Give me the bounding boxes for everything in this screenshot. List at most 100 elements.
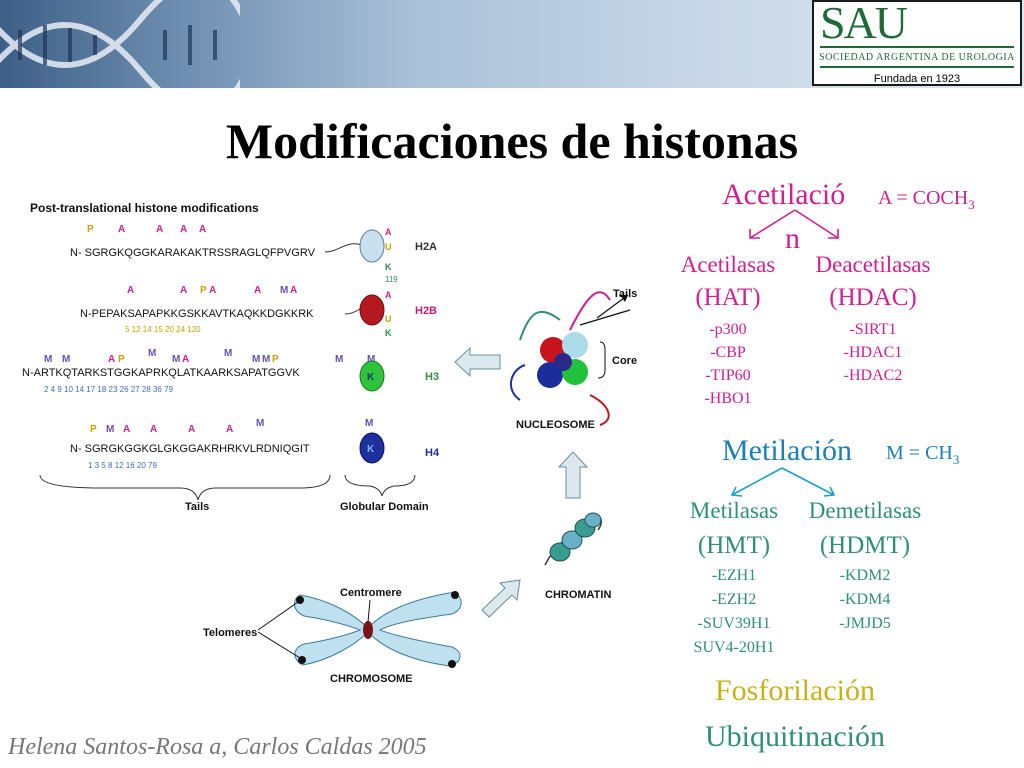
svg-text:N-ARTKQTARKSTGGKAPRKQLATKAARKS: N-ARTKQTARKSTGGKAPRKQLATKAARKSAPATGGVK [22, 367, 300, 379]
svg-text:119: 119 [385, 275, 398, 284]
svg-text:5 12 14 15 20 24 120: 5 12 14 15 20 24 120 [125, 325, 201, 334]
svg-text:A: A [290, 285, 297, 296]
svg-text:P: P [87, 224, 94, 235]
svg-text:M: M [262, 354, 270, 365]
svg-text:A: A [226, 424, 233, 435]
histone-h2a: P A A A A N- SGRGKQGGKARAKAKTRSSRAGLQFPV… [70, 224, 437, 284]
svg-text:P: P [200, 285, 207, 296]
svg-text:K: K [385, 262, 392, 272]
acetilacion-branch-arrows [749, 209, 839, 239]
chromatin-illustration: CHROMATIN [544, 512, 611, 601]
svg-text:1 3 5 8 12 16 20 79: 1 3 5 8 12 16 20 79 [88, 461, 158, 470]
hat-list: -p300 -CBP -TIP60 -HBO1 [668, 318, 788, 410]
histone-h4: P M A A A A M M N- SGRGKGGKGLGKGGAKRHRKV… [70, 418, 440, 470]
h2a-sequence: N- SGRGKQGGKARAKAKTRSSRAGLQFPVGRV [70, 247, 316, 259]
svg-text:A: A [118, 224, 125, 235]
h2a-label: H2A [415, 241, 437, 253]
svg-text:M: M [44, 354, 52, 365]
svg-text:U: U [385, 314, 392, 324]
arrow-left-icon [454, 346, 501, 378]
svg-text:A: A [156, 224, 163, 235]
hat-item: -HBO1 [704, 390, 752, 407]
hdmt-item: -KDM4 [839, 591, 891, 608]
svg-text:A: A [127, 285, 134, 296]
hdac-item: -SIRT1 [849, 321, 897, 338]
fosforilacion-label: Fosforilación [715, 674, 875, 707]
acetilacion-formula: A = COCH3 [878, 187, 975, 212]
citation: Helena Santos-Rosa a, Carlos Caldas 2005 [8, 734, 427, 760]
hmt-heading: (HMT) [697, 532, 771, 559]
svg-text:H3: H3 [425, 371, 439, 383]
globular-domain-label: Globular Domain [340, 501, 429, 513]
svg-text:M: M [335, 354, 343, 365]
page-title: Modificaciones de histonas [225, 113, 799, 169]
logo-text: SOCIEDAD ARGENTINA DE UROLOGIA [819, 52, 1015, 63]
chromosome-label: CHROMOSOME [330, 673, 413, 685]
metilacion-branch-arrows [730, 467, 836, 497]
sau-logo: SAU SOCIEDAD ARGENTINA DE UROLOGIA Funda… [812, 0, 1022, 86]
centromere-label: Centromere [340, 587, 402, 599]
hat-item: -p300 [709, 321, 747, 338]
h2a-mod-marks: P A A A A [87, 224, 206, 235]
hmt-item: -EZH2 [711, 591, 757, 608]
svg-text:A: A [199, 224, 206, 235]
svg-text:U: U [385, 242, 392, 252]
hdac-list: -SIRT1 -HDAC1 -HDAC2 [800, 318, 946, 387]
svg-text:P: P [118, 354, 125, 365]
ubiquitinacion-label: Ubiquitinación [705, 720, 885, 753]
svg-text:M: M [252, 354, 260, 365]
svg-text:K: K [367, 444, 375, 455]
svg-text:A: A [385, 290, 392, 300]
hmt-list: -EZH1 -EZH2 -SUV39H1 SUV4-20H1 [676, 564, 792, 660]
hdmt-item: -JMJD5 [839, 615, 891, 632]
hmt-item: -SUV39H1 [697, 615, 771, 632]
acetilacion-title-line1: Acetilació [722, 178, 846, 211]
svg-text:K: K [385, 328, 392, 338]
svg-text:A: A [182, 354, 189, 365]
hmt-item: SUV4-20H1 [693, 639, 775, 656]
svg-text:N-PEPAKSAPAPKKGSKKAVTKAQKKDGKK: N-PEPAKSAPAPKKGSKKAVTKAQKKDGKKRK [80, 308, 314, 320]
deacetilasas-heading: Deacetilasas [815, 252, 931, 277]
arrow-diagonal-icon [481, 579, 521, 618]
svg-text:A: A [385, 227, 392, 237]
svg-text:M: M [365, 418, 373, 429]
chromosome-illustration: Centromere Telomeres CHROMOSOME [203, 587, 462, 685]
histone-h2b: A A P A A M A N-PEPAKSAPAPKKGSKKAVTKAQKK… [80, 285, 437, 338]
hdmt-heading: (HDMT) [819, 532, 911, 559]
svg-text:P: P [90, 424, 97, 435]
svg-text:M: M [256, 418, 264, 429]
svg-text:A: A [123, 424, 130, 435]
tails-label: Tails [185, 501, 209, 513]
chromatin-label: CHROMATIN [545, 589, 611, 601]
hmt-item: -EZH1 [711, 567, 757, 584]
svg-text:H4: H4 [425, 447, 440, 459]
svg-text:A: A [209, 285, 216, 296]
nucleosome-label: NUCLEOSOME [516, 419, 595, 431]
svg-text:M: M [280, 285, 288, 296]
metilacion-title: Metilación [722, 434, 852, 467]
svg-text:N- SGRGKGGKGLGKGGAKRHRKVLRDNIQ: N- SGRGKGGKGLGKGGAKRHRKVLRDNIQGIT [70, 443, 310, 455]
acetilacion-title-line2: n [785, 222, 800, 255]
acetilasas-heading: Acetilasas [680, 252, 776, 277]
svg-text:A: A [180, 224, 187, 235]
hdac-heading: (HDAC) [829, 284, 917, 311]
hdac-item: -HDAC1 [843, 344, 903, 361]
svg-text:M: M [148, 348, 156, 359]
svg-text:2 4 9 10 14 17 18 23 26 27 28: 2 4 9 10 14 17 18 23 26 27 28 36 79 [44, 385, 174, 394]
histone-modifications-diagram: Post-translational histone modifications… [22, 201, 637, 685]
dna-helix-icon [0, 0, 240, 88]
logo-rule-top [820, 46, 1014, 48]
nucleosome-illustration: Tails Core NUCLEOSOME [510, 288, 637, 431]
logo-founded: Fundada en 1923 [873, 73, 961, 85]
hat-heading: (HAT) [695, 284, 761, 311]
demetilasas-heading: Demetilasas [808, 498, 922, 523]
svg-text:A: A [108, 354, 115, 365]
hdac-item: -HDAC2 [843, 367, 903, 384]
svg-text:M: M [367, 354, 375, 365]
logo-mark: SAU [820, 0, 908, 48]
hdmt-list: -KDM2 -KDM4 -JMJD5 [794, 564, 936, 636]
metilacion-formula: M = CH3 [886, 442, 960, 467]
svg-text:H2B: H2B [415, 305, 437, 317]
svg-text:P: P [272, 354, 279, 365]
svg-text:A: A [188, 424, 195, 435]
